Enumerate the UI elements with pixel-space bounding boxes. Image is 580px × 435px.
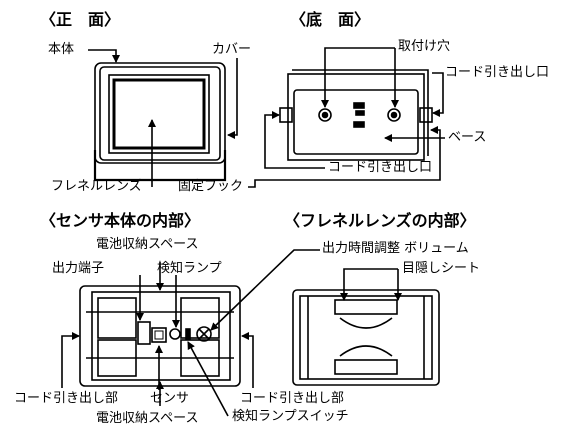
label-cord-outlet-bottom: コード引き出し口 (328, 160, 433, 175)
front-cover-leader (227, 58, 238, 139)
label-blind-sheet: 目隠しシート (402, 261, 481, 276)
lamp-switch-leader (187, 341, 229, 417)
mount-hole-leader-left (321, 47, 395, 108)
cord-outlet-right-leader (432, 72, 444, 117)
label-body: 本体 (48, 42, 75, 57)
label-cover: カバー (212, 42, 252, 57)
cord-part-right-leader (241, 332, 254, 388)
fixing-hook-leader (248, 126, 441, 188)
bottom-view (279, 69, 433, 161)
blind-sheet-leader-left (340, 268, 398, 301)
cord-part-left-leader (61, 332, 80, 388)
label-battery-space-top: 電池収納スペース (96, 237, 199, 252)
label-sensor: センサ (150, 391, 190, 406)
label-battery-space-bottom: 電池収納スペース (96, 411, 199, 426)
lens-inside-view (292, 289, 440, 386)
label-cord-outlet-right: コード引き出し口 (445, 65, 550, 80)
label-cord-part-left: コード引き出し部 (14, 391, 119, 406)
front-body-leader (88, 49, 120, 63)
front-view-title: 〈正 面〉 (40, 10, 121, 29)
cord-outlet-bottom-leader (264, 111, 325, 169)
label-fresnel-lens: フレネルレンズ (51, 179, 142, 194)
sensor-inside-view (79, 285, 241, 387)
label-cord-part-right: コード引き出し部 (240, 391, 345, 406)
label-detect-lamp: 検知ランプ (157, 261, 222, 276)
lens-inside-title: 〈フレネルレンズの内部〉 (284, 211, 476, 230)
label-fixing-hook: 固定フック (178, 179, 244, 194)
output-time-knob-leader (210, 249, 320, 331)
front-view (93, 62, 227, 182)
label-detect-lamp-switch: 検知ランプスイッチ (232, 409, 349, 424)
label-base: ベース (448, 130, 487, 145)
label-mount-holes: 取付け穴 (398, 39, 451, 54)
bottom-view-title: 〈底 面〉 (290, 10, 371, 29)
label-output-terminal: 出力端子 (52, 261, 105, 276)
sensor-inside-title: 〈センサ本体の内部〉 (40, 211, 201, 230)
label-output-time-knob: 出力時間調整 ボリューム (322, 241, 469, 256)
